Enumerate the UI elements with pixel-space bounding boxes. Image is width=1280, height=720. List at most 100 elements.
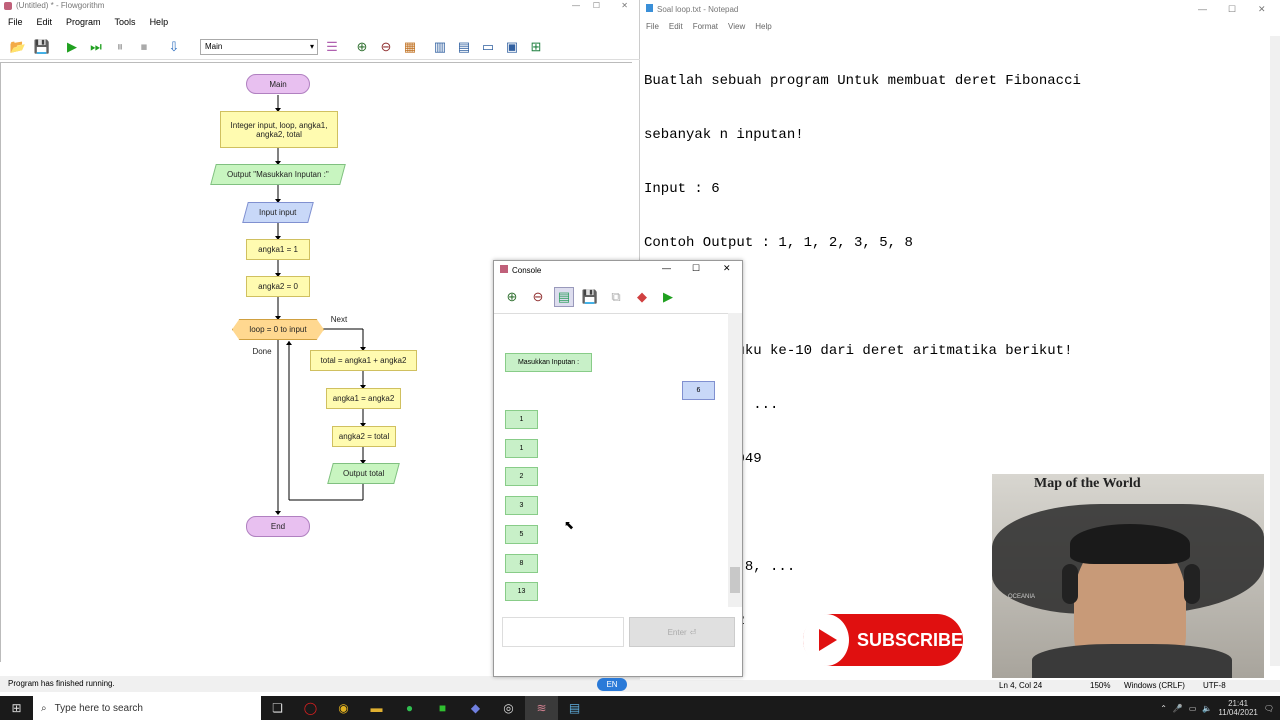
language-badge[interactable]: EN: [597, 678, 627, 691]
whatsapp-icon[interactable]: ●: [405, 701, 414, 715]
map-oceania-label: OCEANIA: [1008, 594, 1036, 600]
console-app-icon: [500, 265, 508, 273]
taskbar-clock[interactable]: 21:41 11/04/2021: [1218, 699, 1257, 717]
volume-icon[interactable]: 🔈: [1202, 703, 1213, 713]
console-maximize-icon[interactable]: ☐: [692, 263, 701, 273]
watch-view-icon[interactable]: ▣: [505, 38, 519, 54]
node-total[interactable]: total = angka1 + angka2: [310, 350, 417, 371]
subscribe-button[interactable]: SUBSCRIBE: [803, 614, 963, 666]
chrome-icon[interactable]: ◉: [338, 701, 349, 715]
speed-icon[interactable]: ⇩: [168, 38, 180, 54]
node-assign-angka2-total[interactable]: angka2 = total: [332, 426, 396, 447]
console-output-bubble: 2: [505, 467, 538, 486]
node-assign-angka2[interactable]: angka2 = 0: [246, 276, 310, 297]
chat-view-icon[interactable]: ▤: [554, 287, 574, 307]
variables-icon[interactable]: ☰: [326, 38, 338, 54]
map-title: Map of the World: [1034, 476, 1141, 491]
zoom-out-icon[interactable]: ⊖: [380, 38, 392, 54]
enter-button[interactable]: Enter⏎: [629, 617, 735, 647]
console-titlebar: Console: [500, 265, 541, 275]
play-circle-icon: [803, 614, 849, 666]
console-close-icon[interactable]: ✕: [723, 263, 731, 273]
np-menu-file[interactable]: File: [646, 22, 659, 31]
line-icon[interactable]: ■: [438, 701, 447, 715]
node-output-prompt[interactable]: Output "Masukkan Inputan :": [210, 164, 346, 185]
clock-date: 11/04/2021: [1218, 708, 1258, 717]
zoom-in-icon[interactable]: ⊕: [356, 38, 368, 54]
node-declare[interactable]: Integer input, loop, angka1, angka2, tot…: [220, 111, 338, 148]
pause-icon[interactable]: ⏸: [116, 38, 124, 54]
label-done: Done: [252, 346, 272, 356]
microphone-icon[interactable]: 🎤: [1172, 703, 1183, 713]
console-view-icon[interactable]: ▭: [481, 38, 495, 54]
flowchart-canvas[interactable]: Main Integer input, loop, angka1, angka2…: [0, 62, 632, 662]
node-assign-angka1-angka2[interactable]: angka1 = angka2: [326, 388, 401, 409]
flowgorithm-taskbar-icon[interactable]: ≋: [525, 696, 558, 720]
opera-icon[interactable]: ◯: [303, 701, 318, 715]
split-view-icon[interactable]: ▥: [433, 38, 447, 54]
tray-chevron-icon[interactable]: ⌃: [1160, 703, 1167, 713]
maximize-icon[interactable]: ☐: [592, 1, 600, 10]
node-main[interactable]: Main: [246, 74, 310, 94]
console-toolbar: ⊕ ⊖ ▤ 💾 ⧉ ◆ ▶: [502, 287, 678, 307]
notepad-taskbar-icon[interactable]: ▤: [568, 701, 581, 715]
node-assign-angka1[interactable]: angka1 = 1: [246, 239, 310, 260]
code-view-icon[interactable]: ▤: [457, 38, 471, 54]
notifications-icon[interactable]: 🗨: [1263, 703, 1274, 713]
notepad-scrollbar[interactable]: [1270, 36, 1280, 666]
cursor-position: Ln 4, Col 24: [999, 681, 1043, 690]
layout-icon[interactable]: ▦: [403, 38, 417, 54]
node-output-total[interactable]: Output total: [327, 463, 400, 484]
flowgorithm-status: Program has finished running.: [0, 676, 640, 692]
taskbar-search-box[interactable]: ⌕ Type here to search: [33, 696, 261, 720]
np-menu-view[interactable]: View: [728, 22, 746, 31]
minimize-icon[interactable]: —: [572, 1, 580, 10]
network-icon[interactable]: ▭: [1188, 703, 1197, 713]
console-run-icon[interactable]: ▶: [663, 289, 673, 304]
menu-tools[interactable]: Tools: [114, 17, 136, 27]
notepad-close-icon[interactable]: ✕: [1258, 4, 1266, 14]
step-icon[interactable]: ⏭: [90, 38, 102, 54]
menu-program[interactable]: Program: [66, 17, 101, 27]
console-minimize-icon[interactable]: —: [662, 263, 671, 273]
node-end[interactable]: End: [246, 516, 310, 537]
console-scroll-thumb[interactable]: [730, 567, 740, 593]
menu-edit[interactable]: Edit: [36, 17, 53, 27]
console-input-field[interactable]: [502, 617, 624, 647]
mouse-cursor-icon: ⬉: [564, 518, 575, 532]
open-folder-icon[interactable]: 📂: [9, 38, 27, 54]
task-view-icon[interactable]: ❏: [272, 701, 283, 715]
flowgorithm-toolbar: 📂 💾 ▶ ⏭ ⏸ ⏹ ⇩ Main ▾ ☰ ⊕ ⊖ ▦ ▥ ▤ ▭ ▣ ⊞: [0, 34, 640, 60]
menu-help[interactable]: Help: [149, 17, 169, 27]
console-output-area[interactable]: Masukkan Inputan : 6 1 1 2 3 5 8 13 ⬉: [494, 313, 728, 607]
file-explorer-icon[interactable]: ▬: [370, 701, 383, 715]
console-save-icon[interactable]: 💾: [581, 289, 599, 304]
run-icon[interactable]: ▶: [67, 38, 77, 54]
node-for-loop[interactable]: loop = 0 to input: [232, 319, 324, 340]
console-zoom-in-icon[interactable]: ⊕: [506, 289, 518, 304]
console-output-bubble: 13: [505, 582, 538, 601]
notepad-maximize-icon[interactable]: ☐: [1228, 4, 1237, 14]
windows-start-icon[interactable]: ⊞: [11, 701, 22, 715]
label-next: Next: [330, 314, 348, 324]
copy-icon[interactable]: ⧉: [611, 289, 621, 304]
np-menu-help[interactable]: Help: [755, 22, 772, 31]
np-menu-edit[interactable]: Edit: [668, 22, 683, 31]
clear-icon[interactable]: ◆: [637, 289, 647, 304]
function-select-value: Main: [205, 41, 223, 51]
export-icon[interactable]: ⊞: [530, 38, 542, 54]
function-select[interactable]: Main ▾: [200, 38, 318, 55]
obs-icon[interactable]: ◎: [503, 701, 514, 715]
console-scrollbar[interactable]: [728, 313, 742, 607]
discord-icon[interactable]: ◆: [470, 701, 481, 715]
console-zoom-out-icon[interactable]: ⊖: [532, 289, 544, 304]
menu-file[interactable]: File: [8, 17, 23, 27]
save-icon[interactable]: 💾: [33, 38, 51, 54]
np-menu-format[interactable]: Format: [692, 22, 719, 31]
close-icon[interactable]: ✕: [621, 1, 628, 10]
notepad-statusbar: Ln 4, Col 24 150% Windows (CRLF) UTF-8: [640, 680, 1280, 692]
notepad-minimize-icon[interactable]: —: [1198, 4, 1207, 14]
stop-icon[interactable]: ⏹: [140, 38, 148, 54]
node-input[interactable]: Input input: [242, 202, 314, 223]
webcam-overlay: Map of the World OCEANIA: [992, 474, 1264, 678]
